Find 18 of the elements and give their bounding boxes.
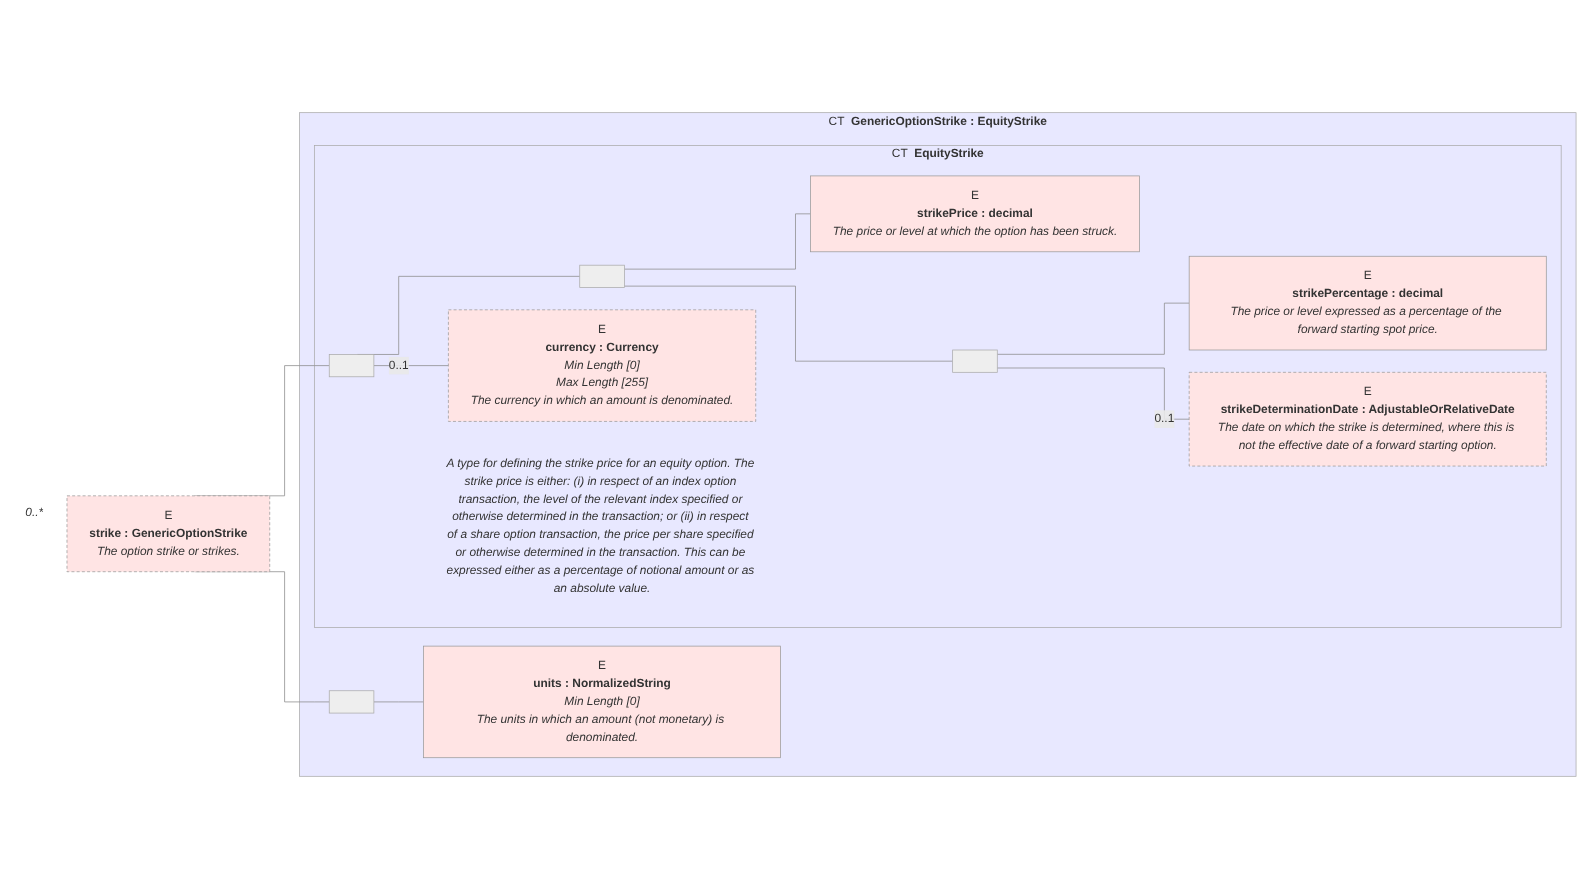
connector	[373, 701, 424, 703]
node-box	[328, 690, 375, 714]
node-box	[579, 264, 625, 288]
connector	[624, 285, 953, 362]
connector	[996, 367, 1190, 420]
node-box	[423, 645, 781, 759]
connector	[624, 213, 811, 270]
node-box	[66, 495, 271, 573]
node-box	[328, 354, 375, 378]
node-box	[810, 175, 1140, 253]
node-box	[952, 349, 998, 373]
node-box	[448, 309, 757, 422]
connector	[373, 365, 449, 366]
cluster	[299, 112, 1577, 777]
node-box	[1188, 371, 1547, 467]
connector	[996, 302, 1190, 355]
node-box	[1188, 255, 1547, 351]
cluster	[314, 145, 1562, 628]
